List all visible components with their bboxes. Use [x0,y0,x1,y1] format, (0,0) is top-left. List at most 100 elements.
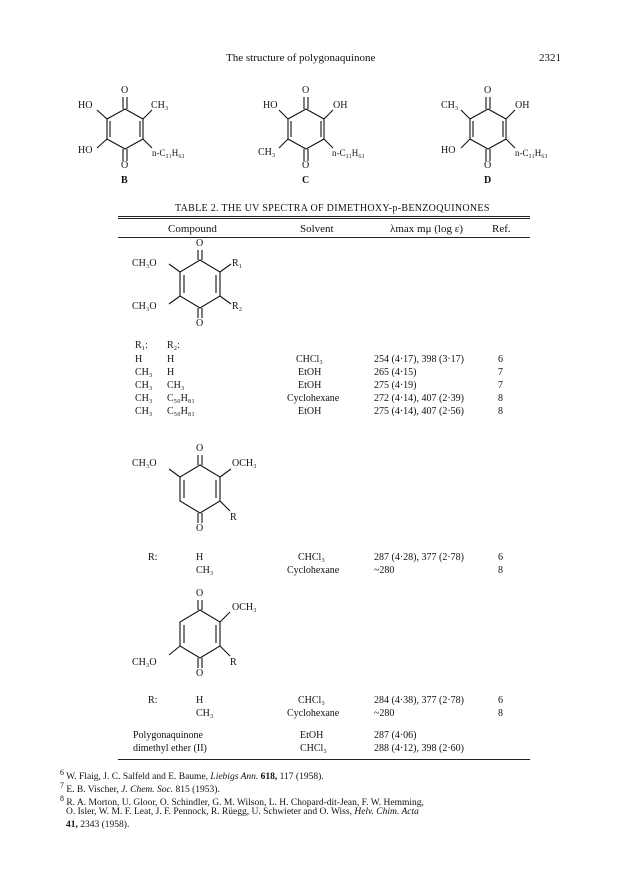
g4-row2-name: dimethyl ether (II) [133,743,207,754]
struct-c-o-bot: O [302,160,310,171]
g1-row1-r2: H [167,354,175,365]
footnote-7-mark: 7 [60,781,64,790]
s1-o-top: O [196,238,204,249]
struct-b-o-top: O [121,85,129,96]
struct-b-tl: HO [78,100,93,111]
g1-row4-ref: 8 [498,393,503,404]
g3-row1-v: H [196,695,204,706]
g1-row3-ref: 7 [498,380,503,391]
s1-tr: R₁ [232,258,243,269]
struct-c-bl: CH₃ [258,147,276,158]
s1-tl: CH₃O [132,258,157,269]
col-header-ref: Ref. [492,223,511,235]
g2-row1-ref: 6 [498,552,503,563]
g4-row1-solvent: EtOH [300,730,324,741]
footnote-8-authors-1: R. A. Morton, U. Gloor, O. Schindler, G.… [66,798,424,809]
g3-row1-solvent: CHCl₃ [298,695,325,706]
g1-row5-ref: 8 [498,406,503,417]
g2-row2-lambda: ~280 [374,565,395,576]
g1-row1-ref: 6 [498,354,503,365]
g2-row2-ref: 8 [498,565,503,576]
table-caption: TABLE 2. THE UV SPECTRA OF DIMETHOXY-p-B… [175,203,490,214]
g3-row2-v: CH₃ [196,708,214,719]
s3-o-bot: O [196,668,204,679]
footnote-7-journal: J. Chem. Soc. [121,785,174,796]
table-header-rule [118,237,530,238]
s2-tr: OCH₃ [232,458,257,469]
g3-row1-r: R: [148,695,158,706]
table-top-rule [118,216,530,217]
footnote-6-rest: 117 (1958). [279,772,324,783]
g1-row3-solvent: EtOH [298,380,322,391]
g1-row1-solvent: CHCl₃ [296,354,323,365]
g3-row2-solvent: Cyclohexane [287,708,340,719]
g1-row4-r1: CH₃ [135,393,153,404]
footnote-6-authors: W. Flaig, J. C. Salfeld and E. Baume, [66,772,209,783]
struct-c-tl: HO [263,100,278,111]
g1-row2-ref: 7 [498,367,503,378]
s2-o-top: O [196,443,204,454]
s2-tl: CH₃O [132,458,157,469]
g2-row1-r: R: [148,552,158,563]
g3-row2-lambda: ~280 [374,708,395,719]
s1-o-bot: O [196,318,204,329]
struct-d-o-bot: O [484,160,492,171]
footnote-8-journal: Helv. Chim. Acta [354,807,419,817]
footnote-8-vol: 41, [66,820,78,830]
g2-row2-solvent: Cyclohexane [287,565,340,576]
footnote-7-authors: E. B. Vischer, [66,785,119,796]
struct-d-tl: CH₃ [441,100,459,111]
struct-d-label: D [484,175,492,186]
footnote-6-journal: Liebigs Ann. [210,772,259,783]
g1-row4-lambda: 272 (4·14), 407 (2·39) [374,393,464,404]
structure-b-ring [96,97,153,161]
footnote-7-rest: 815 (1953). [175,785,220,796]
running-title: The structure of polygonaquinone [226,52,376,64]
footnote-8-authors-2: O. Isler, W. M. F. Leat, J. F. Pennock, … [66,807,352,817]
struct-c-tr: OH [333,100,348,111]
page-number: 2321 [539,52,561,64]
footnote-8-mark: 8 [60,794,64,803]
g1-row5-solvent: EtOH [298,406,322,417]
g4-row1-lambda: 287 (4·06) [374,730,417,741]
structure-d-ring [460,97,516,161]
s2-o-bot: O [196,523,204,534]
g1-row5-lambda: 275 (4·14), 407 (2·56) [374,406,464,417]
struct-d-tr: OH [515,100,530,111]
footnote-6: 6 W. Flaig, J. C. Salfeld and E. Baume, … [60,768,324,782]
table-structure-2-ring [168,455,232,523]
g3-row1-lambda: 284 (4·38), 377 (2·78) [374,695,464,706]
g1-head-r1: R₁: [135,340,148,351]
g3-row2-ref: 8 [498,708,503,719]
struct-b-tr: CH₃ [151,100,169,111]
g4-row1-name: Polygonaquinone [133,730,203,741]
s1-br: R₂ [232,301,243,312]
g4-row2-lambda: 288 (4·12), 398 (2·60) [374,743,464,754]
g1-row1-lambda: 254 (4·17), 398 (3·17) [374,354,464,365]
footnote-8-line2: O. Isler, W. M. F. Leat, J. F. Pennock, … [66,807,419,817]
g1-row3-lambda: 275 (4·19) [374,380,417,391]
g1-row2-r2: H [167,367,175,378]
struct-b-o-bot: O [121,160,129,171]
structure-c-ring [278,97,334,161]
g1-row5-r2: C₅₀H₈₁ [167,406,195,417]
g1-row2-r1: CH₃ [135,367,153,378]
footnote-8-line1: 8 R. A. Morton, U. Gloor, O. Schindler, … [60,794,424,808]
table-top-rule-2 [118,218,530,219]
g3-row1-ref: 6 [498,695,503,706]
footnote-6-mark: 6 [60,768,64,777]
g2-row1-solvent: CHCl₃ [298,552,325,563]
s1-bl: CH₃O [132,301,157,312]
g1-head-r2: R₂: [167,340,180,351]
table-structure-3-ring [168,600,231,668]
g1-row3-r2: CH₃ [167,380,185,391]
table-bottom-rule [118,759,530,760]
g2-row2-v: CH₃ [196,565,214,576]
footnote-8-line3: 41, 2343 (1958). [66,820,129,830]
g2-row1-lambda: 287 (4·28), 377 (2·78) [374,552,464,563]
g4-row2-solvent: CHCl₃ [300,743,327,754]
struct-d-bl: HO [441,145,456,156]
g1-row4-solvent: Cyclohexane [287,393,340,404]
struct-c-o-top: O [302,85,310,96]
